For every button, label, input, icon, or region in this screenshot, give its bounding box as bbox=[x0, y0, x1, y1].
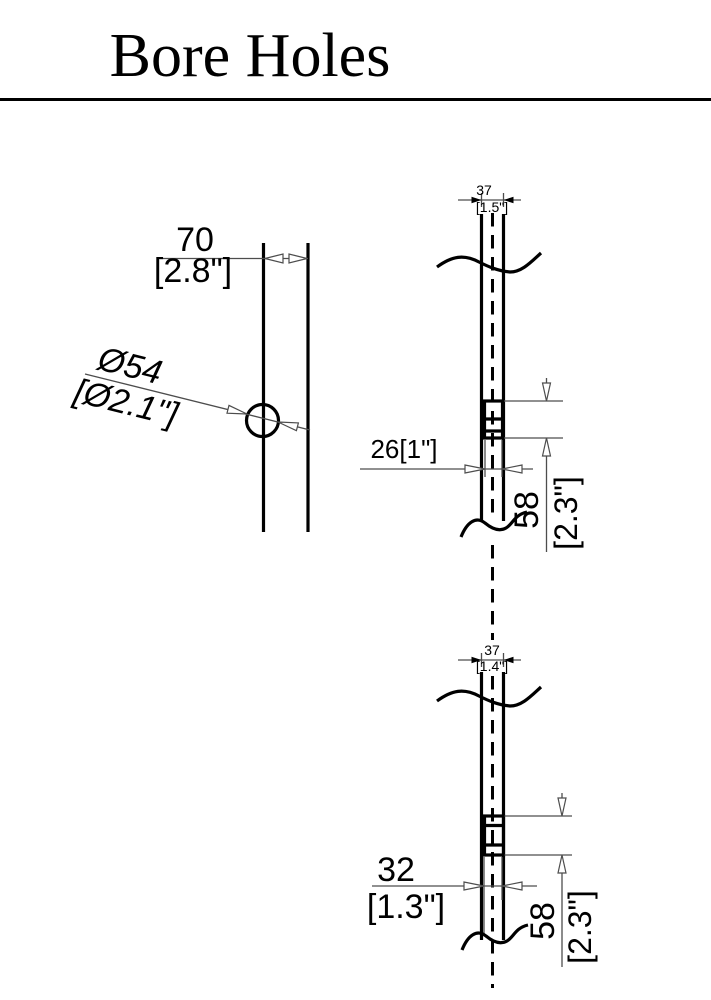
dim-arrow bbox=[503, 196, 514, 204]
dim-arrow bbox=[541, 437, 552, 457]
left-view-linework bbox=[84, 243, 311, 532]
upper-hole-length-mm-label: 58 bbox=[508, 491, 546, 529]
break-line bbox=[436, 251, 543, 274]
dim-arrow bbox=[277, 421, 300, 432]
dim-arrow bbox=[501, 464, 523, 474]
dim-arrow bbox=[501, 881, 523, 891]
dim-arrow bbox=[471, 196, 482, 204]
dim-arrow bbox=[264, 253, 284, 264]
lower-tube-view-linework bbox=[372, 545, 572, 988]
lower-hole-width-in-label: [1.3"] bbox=[366, 888, 446, 926]
break-line bbox=[460, 923, 529, 951]
left-width-in-label: [2.8"] bbox=[153, 252, 233, 290]
dim-arrow bbox=[226, 404, 248, 415]
dim-arrow bbox=[557, 797, 567, 817]
upper-hole-width-label: 26[1"] bbox=[370, 434, 438, 464]
lower-hole-length-in-label: [2.3"] bbox=[562, 890, 598, 964]
upper-tube-width-mm-label: 37 bbox=[476, 182, 492, 198]
dim-arrow bbox=[471, 656, 482, 664]
dim-arrow bbox=[541, 382, 552, 402]
dim-arrow bbox=[557, 854, 567, 874]
left-width-mm-label: 70 bbox=[176, 221, 214, 259]
dim-arrow bbox=[463, 881, 485, 891]
lower-tube-width-mm-label: 37 bbox=[484, 642, 500, 658]
lower-hole-length-mm-label: 58 bbox=[524, 902, 562, 940]
upper-tube-width-in-label: [1.5"] bbox=[475, 199, 509, 215]
upper-hole-length-in-label: [2.3"] bbox=[548, 476, 584, 550]
dim-arrow bbox=[288, 253, 308, 264]
bore-hole-circle bbox=[244, 402, 281, 439]
break-line bbox=[459, 510, 528, 538]
dim-arrow bbox=[464, 464, 486, 474]
drawing-title: Bore Holes bbox=[109, 22, 391, 90]
bore-hole-rect bbox=[482, 814, 506, 857]
dim-arrow bbox=[503, 656, 514, 664]
break-line bbox=[436, 685, 543, 708]
upper-tube-view-linework bbox=[360, 193, 563, 552]
lower-tube-width-in-label: [1.4"] bbox=[475, 658, 509, 674]
lower-hole-width-mm-label: 32 bbox=[377, 851, 415, 889]
